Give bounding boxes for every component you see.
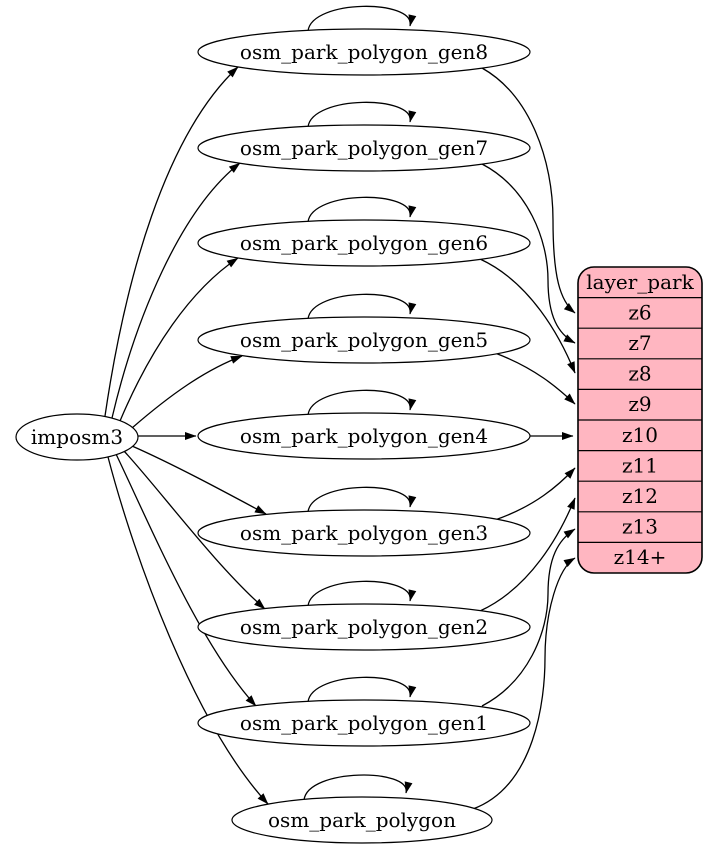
gen1-ellipse [197,699,531,747]
edge-imposm3-to-gen5 [131,355,243,429]
gen7-label: osm_park_polygon_gen7 [240,136,488,160]
edge-imposm3-to-gen8 [104,66,239,417]
edge-gen3-to-z11 [494,467,576,521]
osm-park-polygon-label: osm_park_polygon [268,808,456,832]
row-z13: z13 [622,515,658,539]
gen1-label: osm_park_polygon_gen1 [240,711,488,735]
row-z6: z6 [628,301,651,325]
row-z12: z12 [622,484,658,508]
node-osm-park-polygon-gen1: osm_park_polygon_gen1 [197,699,531,747]
gen8-label: osm_park_polygon_gen8 [240,40,488,64]
row-z7: z7 [628,331,651,355]
row-z14plus: z14+ [614,545,667,569]
self-loop-edges [303,5,417,801]
imposm3-label: imposm3 [31,425,123,449]
edge-gen1-to-z13 [481,528,576,707]
gen3-label: osm_park_polygon_gen3 [240,521,488,545]
self-loop-gen1 [307,676,417,703]
node-osm-park-polygon-gen3: osm_park_polygon_gen3 [197,509,531,557]
row-z10: z10 [622,423,658,447]
node-osm-park-polygon-gen8: osm_park_polygon_gen8 [197,28,531,76]
node-osm-park-polygon-gen4: osm_park_polygon_gen4 [197,412,531,460]
gen2-label: osm_park_polygon_gen2 [240,615,488,639]
gen5-label: osm_park_polygon_gen5 [240,328,488,352]
edges-imposm3-to-tables [104,66,269,805]
edge-gen8-to-z6 [481,67,576,314]
edges-tables-to-layer [472,67,576,810]
edge-imposm3-to-gen1 [115,453,257,707]
self-loop-gen5 [307,293,417,320]
imposm3-ellipse [15,413,139,461]
gen3-ellipse [197,509,531,557]
node-osm-park-polygon-gen5: osm_park_polygon_gen5 [197,316,531,364]
edge-gen6-to-z8 [479,258,576,374]
edge-osm-park-polygon-to-z14 [472,557,576,810]
edge-gen2-to-z12 [479,497,576,612]
gen8-ellipse [197,28,531,76]
edge-imposm3-to-osm-park-polygon [107,456,269,805]
gen2-ellipse [197,603,531,651]
edge-gen7-to-z7 [481,163,576,344]
row-z9: z9 [628,392,651,416]
self-loop-gen8 [307,5,417,32]
self-loop-gen6 [307,196,417,223]
node-osm-park-polygon-gen2: osm_park_polygon_gen2 [197,603,531,651]
node-imposm3: imposm3 [15,413,139,461]
self-loop-gen2 [307,580,417,607]
gen6-ellipse [197,219,531,267]
osm-park-polygon-ellipse [231,796,493,844]
edge-imposm3-to-gen6 [119,257,239,422]
node-osm-park-polygon-gen6: osm_park_polygon_gen6 [197,219,531,267]
edge-imposm3-to-gen3 [131,445,267,515]
gen7-ellipse [197,124,531,172]
row-z11: z11 [622,454,658,478]
edge-imposm3-to-gen2 [123,450,266,610]
self-loop-gen7 [307,101,417,128]
gen5-ellipse [197,316,531,364]
self-loop-gen3 [307,486,417,513]
edge-gen5-to-z9 [494,352,576,405]
self-loop-gen4 [307,389,417,416]
gen4-label: osm_park_polygon_gen4 [240,424,488,448]
edge-imposm3-to-gen7 [111,162,241,419]
node-osm-park-polygon: osm_park_polygon [231,796,493,844]
gen6-label: osm_park_polygon_gen6 [240,231,488,255]
layer-park-table: layer_park z6 z7 z8 z9 z10 z11 z12 z13 z… [577,266,703,574]
self-loop-osm-park-polygon [303,774,413,801]
row-z8: z8 [628,362,651,386]
node-osm-park-polygon-gen7: osm_park_polygon_gen7 [197,124,531,172]
layer-park-title: layer_park [586,270,694,294]
gen4-ellipse [197,412,531,460]
